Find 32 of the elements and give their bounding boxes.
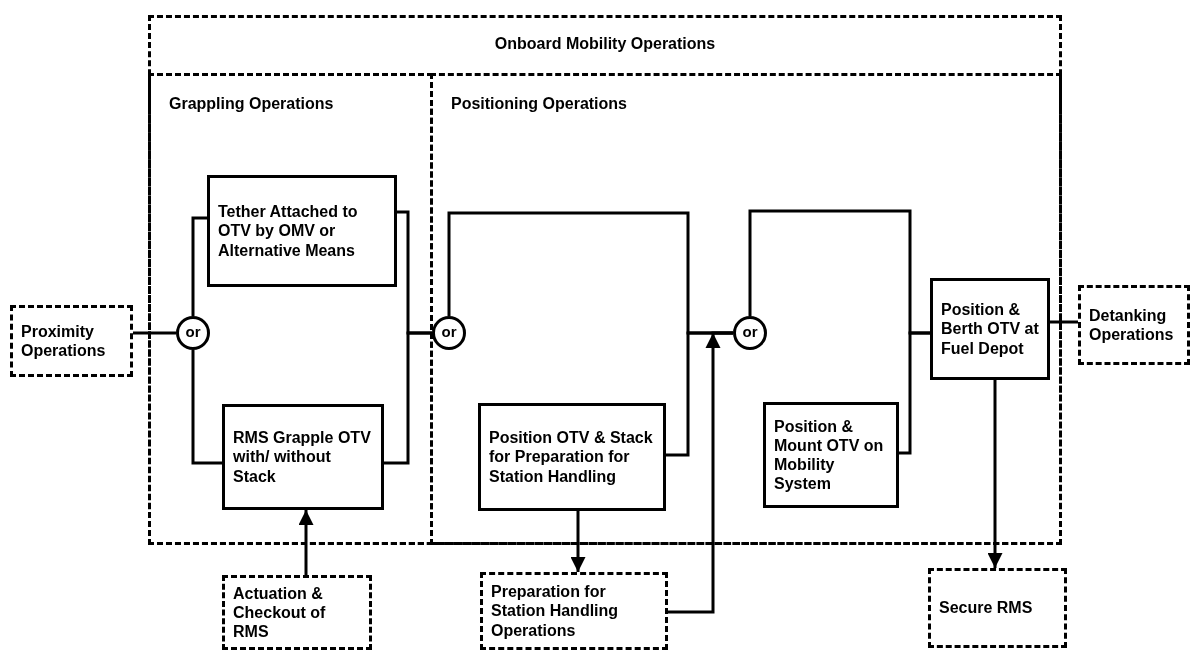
external-process-box bbox=[222, 575, 372, 650]
box-text: Detanking Operations bbox=[1089, 305, 1175, 345]
process-box bbox=[763, 402, 899, 508]
box-text: Tether Attached to OTV by OMV or Alternative Means bbox=[218, 202, 359, 260]
box-text: Preparation for Station Handling Operations bbox=[491, 582, 620, 640]
external-process-box bbox=[10, 305, 133, 377]
group-title: Onboard Mobility Operations bbox=[494, 34, 716, 54]
box-text: Actuation & Checkout of RMS bbox=[233, 583, 327, 642]
process-box bbox=[207, 175, 397, 287]
box-text: Secure RMS bbox=[939, 598, 1034, 618]
group-frame bbox=[148, 73, 433, 545]
process-box bbox=[478, 403, 666, 511]
box-text: Position OTV & Stack for Preparation for Station Handling bbox=[489, 428, 654, 486]
box-text: RMS Grapple OTV with/ without Stack bbox=[233, 428, 372, 486]
junction-label: or bbox=[441, 322, 457, 341]
external-process-box bbox=[1078, 285, 1190, 365]
group-frame bbox=[148, 15, 1062, 545]
junction-label: or bbox=[185, 322, 201, 341]
box-text: Position & Mount OTV on Mobility System bbox=[774, 416, 885, 494]
or-junction bbox=[176, 316, 210, 350]
external-process-box bbox=[480, 572, 668, 650]
group-title: Grappling Operations bbox=[169, 94, 334, 114]
process-box bbox=[222, 404, 384, 510]
group-frame bbox=[430, 73, 1062, 545]
box-text: Position & Berth OTV at Fuel Depot bbox=[941, 300, 1039, 358]
group-title: Positioning Operations bbox=[451, 94, 627, 114]
or-junction bbox=[432, 316, 466, 350]
or-junction bbox=[733, 316, 767, 350]
box-text: Proximity Operations bbox=[21, 321, 107, 361]
junction-label: or bbox=[742, 322, 758, 341]
external-process-box bbox=[928, 568, 1067, 648]
process-box bbox=[930, 278, 1050, 380]
